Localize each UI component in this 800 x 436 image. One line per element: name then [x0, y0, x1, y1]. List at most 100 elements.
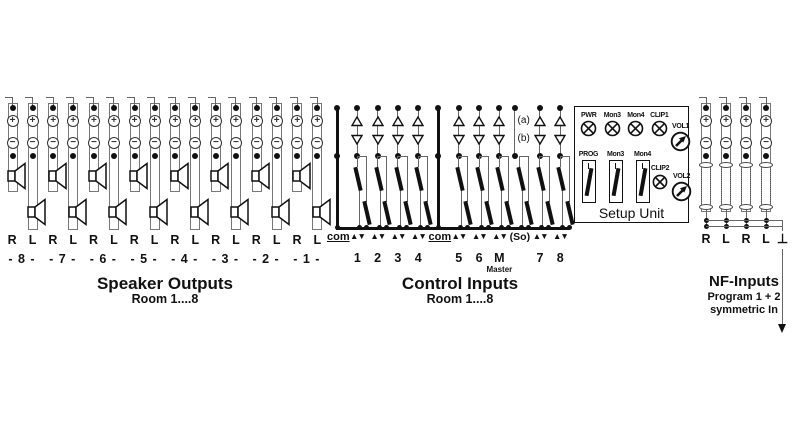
- junction-dot: [273, 153, 280, 159]
- switch-icon[interactable]: [581, 160, 596, 203]
- wire: [377, 156, 387, 157]
- junction-dot: [232, 153, 239, 159]
- transformer-bottom-icon: [739, 204, 753, 210]
- wire: [725, 97, 727, 108]
- label-l: L: [313, 233, 322, 247]
- wire: [72, 97, 74, 108]
- nf-input-strip: + − R: [696, 96, 716, 246]
- nf-channel-label: R: [701, 232, 711, 246]
- speaker-output-pair: + − + − R: [2, 96, 46, 281]
- channel-labels: R L: [2, 233, 43, 247]
- control-input-column: ▲▼ 2: [368, 96, 392, 286]
- wire: [379, 191, 381, 226]
- minus-terminal-icon: −: [720, 137, 732, 149]
- nf-input-strip: + − R: [736, 96, 756, 246]
- junction-dot: [703, 153, 709, 159]
- wire: [519, 156, 529, 157]
- room-number: - 3 -: [211, 252, 240, 266]
- plus-terminal-icon: +: [169, 115, 182, 127]
- wire: [758, 97, 767, 98]
- plus-terminal-icon: +: [67, 115, 80, 127]
- minus-terminal-icon: −: [189, 137, 202, 149]
- minus-terminal-icon: −: [209, 137, 222, 149]
- junction-dot: [212, 105, 219, 111]
- vol1-pot-icon[interactable]: [670, 131, 691, 152]
- wire: [521, 191, 523, 226]
- plus-terminal-icon: +: [229, 115, 242, 127]
- speaker-icon: [67, 198, 87, 226]
- lamp-label: Mon4: [627, 112, 645, 119]
- nf-input-strip: + − L: [716, 96, 736, 246]
- channel-number: 1: [353, 251, 361, 265]
- switch-tick: [641, 163, 644, 169]
- wire: [93, 97, 95, 108]
- plus-terminal-icon: +: [26, 115, 39, 127]
- control-input-column: ▲▼ 4: [408, 96, 433, 286]
- control-input-column: ▲▼ 7: [530, 96, 554, 286]
- volume-down-triangle-icon: [351, 134, 364, 145]
- shield-dotted-line: [750, 167, 752, 206]
- junction-dot: [354, 105, 361, 111]
- speaker-icon: [170, 162, 189, 190]
- junction-dot: [294, 105, 301, 111]
- plus-terminal-icon: +: [148, 115, 161, 127]
- minus-terminal-icon: −: [760, 137, 772, 149]
- wire: [215, 97, 217, 108]
- switch-lever: [475, 166, 485, 192]
- minus-terminal-icon: −: [26, 137, 39, 149]
- vol2-control: VOL2: [670, 173, 693, 202]
- junction-dot: [723, 105, 729, 111]
- junction-dot: [232, 105, 239, 111]
- setup-unit-title: Setup Unit: [598, 205, 665, 221]
- wire: [705, 97, 707, 108]
- junction-dot: [415, 105, 422, 111]
- junction-dot: [723, 153, 729, 159]
- wire: [508, 156, 510, 202]
- junction-dot: [334, 105, 340, 111]
- junction-dot: [511, 105, 518, 111]
- updown-arrows-label: ▲▼: [390, 231, 407, 241]
- wire: [377, 108, 379, 156]
- vol1-label: VOL1: [671, 123, 690, 130]
- com-label: com: [327, 231, 350, 243]
- wire: [25, 97, 33, 98]
- wire: [560, 156, 570, 157]
- speaker-icon: [292, 162, 311, 190]
- vol2-pot-icon[interactable]: [671, 181, 692, 202]
- room-number: - 2 -: [252, 252, 280, 266]
- junction-dot: [9, 105, 16, 111]
- switch-lever: [373, 166, 383, 192]
- wire: [458, 108, 460, 156]
- volume-up-triangle-icon: [351, 116, 364, 127]
- minus-terminal-icon: −: [87, 137, 100, 149]
- control-bus-line: [336, 227, 569, 230]
- minus-terminal-icon: −: [148, 137, 161, 149]
- label-r: R: [7, 233, 17, 247]
- channel-labels: R L: [246, 233, 287, 247]
- switch-icon[interactable]: [635, 160, 650, 203]
- wire: [65, 97, 74, 98]
- plus-terminal-icon: +: [720, 115, 732, 127]
- transformer-bottom-icon: [759, 204, 773, 210]
- updown-arrows-label: ▲▼: [350, 231, 366, 241]
- transformer-top-icon: [699, 162, 713, 168]
- updown-arrows-label: ▲▼: [532, 231, 549, 241]
- switch-icon[interactable]: [608, 160, 623, 203]
- label-l: L: [191, 233, 200, 247]
- transformer-top-icon: [759, 162, 773, 168]
- wire: [127, 97, 136, 98]
- control-inputs-section: com: [327, 96, 575, 286]
- channel-labels: R L: [205, 233, 246, 247]
- lamp-label: Mon3: [603, 112, 621, 119]
- column-bottom-label: ▲▼: [408, 231, 428, 241]
- speaker-icon: [271, 198, 290, 226]
- junction-dot: [394, 105, 401, 111]
- nf-inputs-subtitle2: symmetric In: [710, 304, 778, 316]
- plus-terminal-icon: +: [209, 115, 222, 127]
- minus-terminal-icon: −: [291, 137, 304, 149]
- label-b: (b): [517, 133, 530, 144]
- minus-terminal-icon: −: [169, 137, 182, 149]
- wire: [417, 108, 419, 156]
- column-bottom-label: ▲▼: [368, 231, 388, 241]
- wire: [528, 156, 530, 202]
